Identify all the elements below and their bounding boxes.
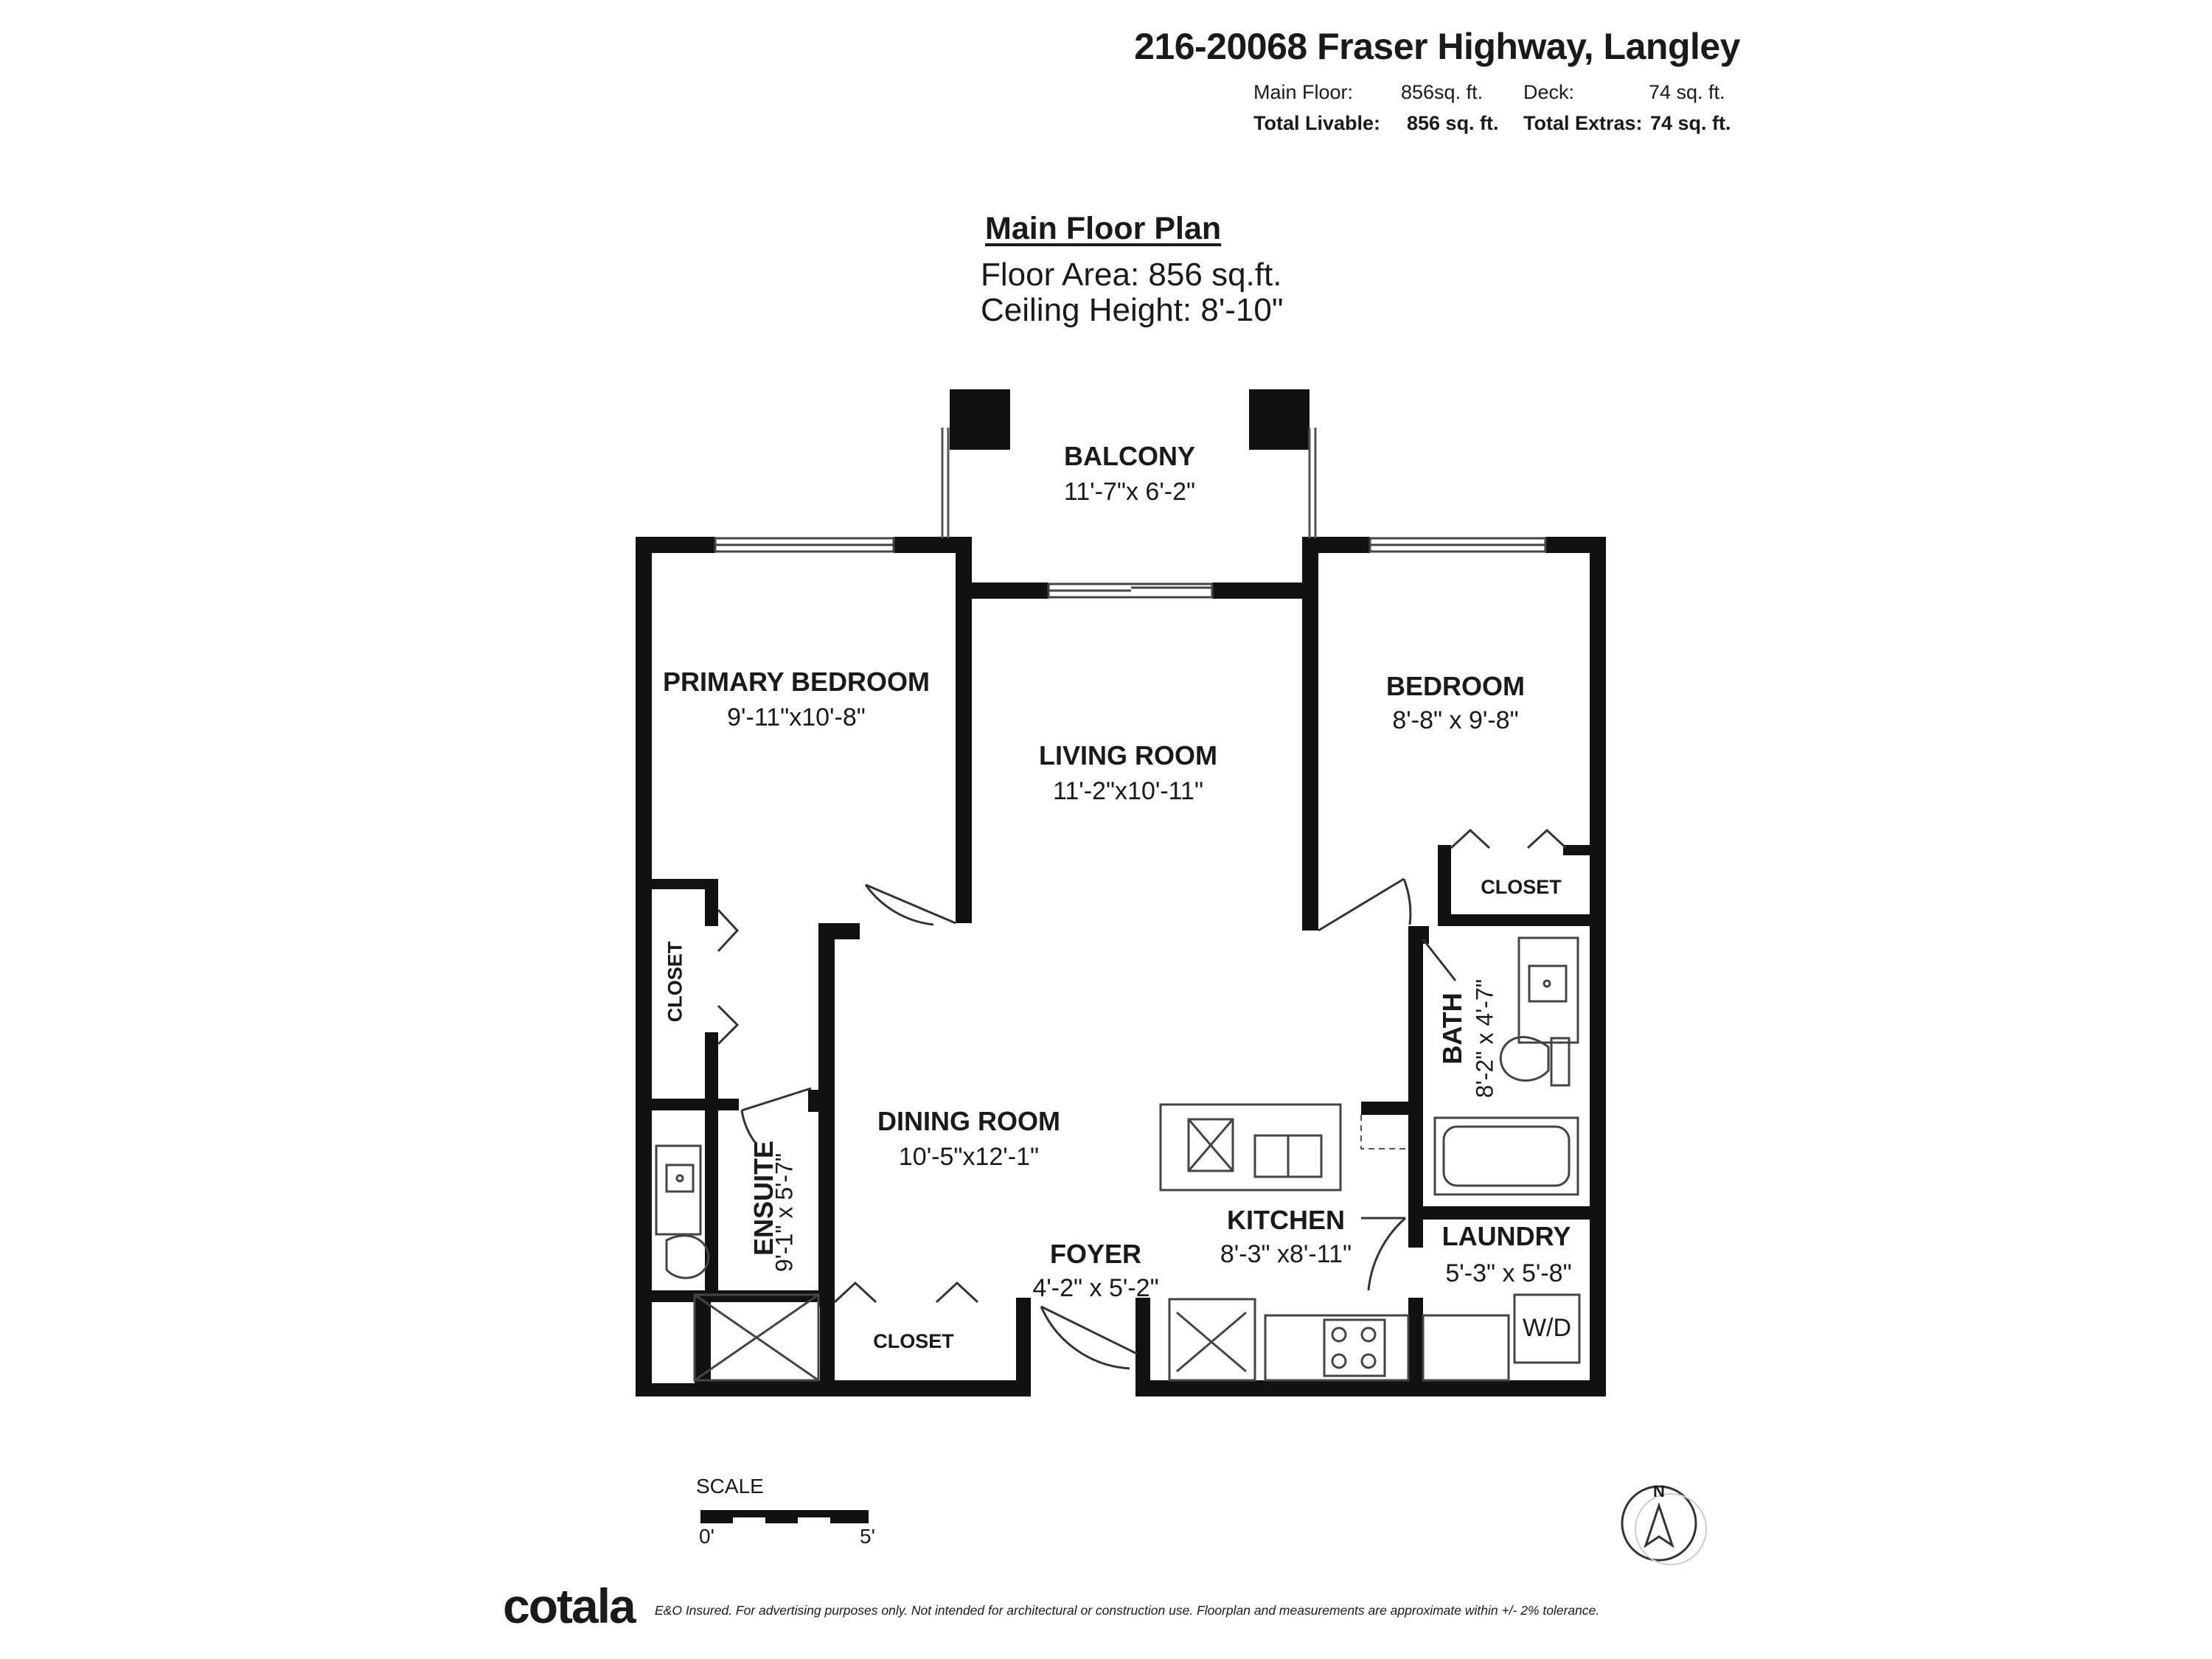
- living-room-label: LIVING ROOM: [1039, 740, 1217, 771]
- ensuite-shower: [693, 1293, 820, 1382]
- laundry-counter: [1422, 1314, 1510, 1382]
- stove: [1323, 1318, 1386, 1377]
- balcony-pillar-right: [1249, 389, 1310, 450]
- bedroom-closet-label: CLOSET: [1481, 876, 1562, 898]
- primary-bedroom-dims: 9'-11"x10'-8": [727, 703, 866, 731]
- exterior-walls: [636, 389, 1606, 1397]
- compass-north-label: N: [1653, 1482, 1665, 1500]
- dining-room-label: DINING ROOM: [877, 1106, 1060, 1136]
- laundry-label: LAUNDRY: [1441, 1221, 1571, 1251]
- ensuite-toilet: [665, 1234, 710, 1279]
- primary-bedroom-label: PRIMARY BEDROOM: [662, 667, 931, 697]
- balcony-rails: [941, 428, 1317, 538]
- laundry-dims: 5'-3" x 5'-8": [1445, 1259, 1572, 1287]
- property-address: 216-20068 Fraser Highway, Langley: [1134, 26, 1740, 67]
- bedroom-dims: 8'-8" x 9'-8": [1392, 706, 1519, 734]
- kitchen-label: KITCHEN: [1227, 1205, 1345, 1235]
- foyer-label: FOYER: [1049, 1239, 1141, 1269]
- kitchen-dims: 8'-3" x8'-11": [1220, 1240, 1352, 1268]
- doors: [717, 828, 1568, 1370]
- fixtures: [655, 936, 1581, 1382]
- foyer-closet-label: CLOSET: [873, 1330, 954, 1352]
- main-floor-label: Main Floor:: [1253, 81, 1354, 103]
- total-extras-label: Total Extras:: [1523, 112, 1643, 134]
- total-livable-label: Total Livable:: [1253, 112, 1381, 134]
- scale-start: 0': [699, 1525, 714, 1548]
- washer-dryer-label: W/D: [1522, 1314, 1572, 1342]
- bath-toilet: [1499, 1036, 1550, 1082]
- floor-area: Floor Area: 856 sq.ft.: [981, 257, 1282, 293]
- cotala-logo: cotala: [503, 1579, 636, 1633]
- ensuite-vanity: [655, 1144, 702, 1236]
- washer-dryer-box: [1513, 1293, 1581, 1364]
- kitchen-counter: [1264, 1314, 1410, 1382]
- disclaimer-text: E&O Insured. For advertising purposes on…: [655, 1603, 1600, 1618]
- fridge: [1168, 1298, 1256, 1382]
- total-livable-value: 856 sq. ft.: [1407, 112, 1499, 134]
- plan-title: Main Floor Plan: [985, 211, 1222, 246]
- living-room-dims: 11'-2"x10'-11": [1052, 777, 1204, 805]
- scale-end: 5': [860, 1525, 875, 1548]
- main-floor-value: 856sq. ft.: [1401, 81, 1484, 103]
- balcony-label: BALCONY: [1064, 441, 1195, 471]
- bathtub: [1433, 1116, 1579, 1196]
- balcony-dims: 11'-7"x 6'-2": [1063, 478, 1196, 506]
- scale-label: SCALE: [696, 1475, 764, 1498]
- balcony-pillar-left: [950, 389, 1010, 450]
- ceiling-height: Ceiling Height: 8'-10": [981, 292, 1284, 328]
- total-extras-value: 74 sq. ft.: [1650, 112, 1731, 134]
- deck-value: 74 sq. ft.: [1649, 81, 1725, 103]
- deck-label: Deck:: [1523, 81, 1575, 103]
- windows: [714, 537, 1547, 599]
- kitchen-island: [1159, 1103, 1342, 1192]
- foyer-dims: 4'-2" x 5'-2": [1032, 1274, 1159, 1302]
- bath-vanity: [1517, 936, 1579, 1044]
- bedroom-label: BEDROOM: [1386, 671, 1525, 701]
- dining-room-dims: 10'-5"x12'-1": [898, 1143, 1040, 1171]
- dishwasher: [1187, 1118, 1234, 1172]
